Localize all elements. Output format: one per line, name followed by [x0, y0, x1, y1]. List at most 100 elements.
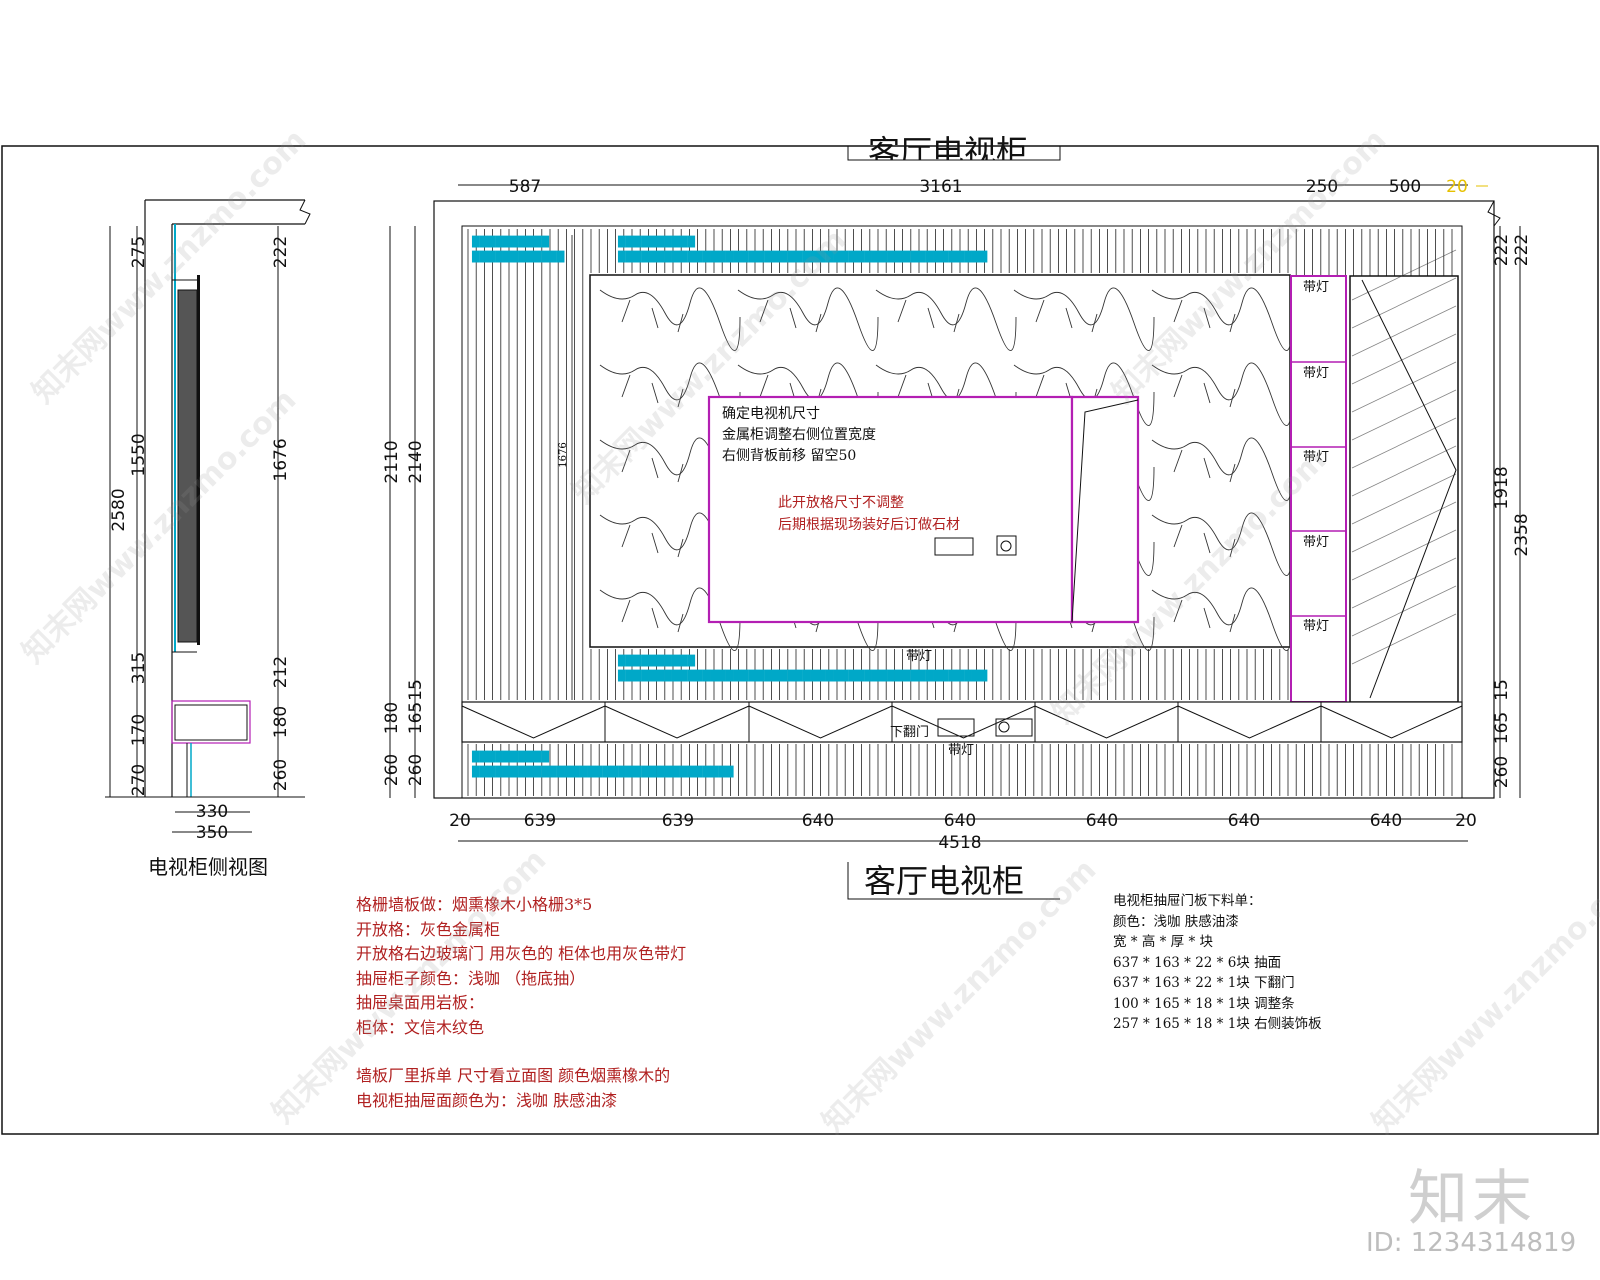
glass-hatch [1351, 249, 1457, 665]
side-dim-260: 260 [271, 759, 291, 791]
dim-587: 587 [509, 177, 541, 197]
dim-15-l: 15 [406, 679, 426, 701]
note-spacer [356, 1040, 686, 1064]
sheet-frame [1, 145, 1599, 1135]
dim-1918: 1918 [1492, 466, 1512, 509]
bom-row: 637 * 163 * 22 * 6块 抽面 [1113, 954, 1282, 971]
bom-title: 电视柜抽屉门板下料单： [1113, 893, 1262, 909]
side-view-title: 电视柜侧视图 [148, 855, 268, 879]
dim-260-r: 260 [1492, 756, 1512, 788]
dim-3161: 3161 [919, 177, 962, 197]
outlet-icon [996, 535, 1017, 556]
drawer-row [461, 701, 1463, 743]
dim-b2: 639 [662, 811, 694, 831]
dim-b7: 640 [1370, 811, 1402, 831]
note-line: 柜体：文信木纹色 [356, 1017, 485, 1037]
note-line: 墙板厂里拆单 尺寸看立面图 颜色烟熏橡木的 [356, 1066, 671, 1085]
svg-text:██████████: ██████████ [471, 235, 549, 248]
dim-222-r1: 222 [1492, 234, 1512, 266]
tv-note-3: 右侧背板前移 留空50 [722, 447, 856, 464]
shelf-light-label: 带灯 [1303, 619, 1329, 634]
dim-260-l2: 260 [406, 754, 426, 786]
dim-2110: 2110 [382, 440, 402, 483]
side-dim-2580: 2580 [109, 488, 129, 531]
side-dim-212: 212 [271, 656, 291, 688]
drawer-door-cut-list: 电视柜抽屉门板下料单： 颜色：浅咖 肤感油漆 宽 * 高 * 厚 * 块 637… [1113, 891, 1322, 1035]
drop-door-label: 下翻门 [890, 725, 929, 740]
bom-header: 宽 * 高 * 厚 * 块 [1113, 934, 1213, 950]
side-dim-315: 315 [129, 652, 149, 684]
shelf-light-label: 带灯 [1303, 450, 1329, 465]
tv-red-note-1: 此开放格尺寸不调整 [778, 495, 904, 511]
bom-row: 257 * 165 * 18 * 1块 右侧装饰板 [1113, 1016, 1322, 1032]
dim-2358: 2358 [1512, 513, 1532, 556]
svg-text:██████████: ██████████ [471, 750, 549, 763]
tv-note-1: 确定电视机尺寸 [722, 406, 820, 422]
main-title-top: 客厅电视柜 [868, 133, 1029, 160]
glass-door [1349, 275, 1459, 703]
dim-260-l1: 260 [382, 754, 402, 786]
note-line: 开放格右边玻璃门 用灰色的 柜体也用灰色带灯 [356, 944, 687, 963]
dim-b6: 640 [1228, 811, 1260, 831]
socket-icon [934, 537, 974, 556]
note-line: 抽屉柜子颜色：浅咖 （拖底抽） [356, 968, 586, 988]
svg-text:██████████: ██████████ [617, 654, 695, 667]
dim-b4: 640 [944, 811, 976, 831]
side-dim-170: 170 [129, 714, 149, 746]
note-line: 抽屉桌面用岩板： [356, 993, 485, 1012]
dim-20-top: 20 [1446, 177, 1468, 197]
side-dim-350: 350 [196, 823, 228, 843]
bottom-light-label: 带灯 [948, 743, 974, 758]
front-elevation: ██████████ ████████████ ██████████ █████… [389, 184, 1521, 842]
shelf-light-label: 带灯 [1303, 535, 1329, 550]
svg-text:██████████: ██████████ [617, 235, 695, 248]
tv-note-2: 金属柜调整右侧位置宽度 [722, 426, 876, 443]
svg-text:████████████: ████████████ [471, 250, 565, 263]
bom-row: 100 * 165 * 18 * 1块 调整条 [1113, 995, 1295, 1012]
note-line: 开放格：灰色金属柜 [356, 919, 501, 939]
svg-text:██████████████████████████████: ██████████████████████████████████ [471, 765, 734, 778]
dim-500: 500 [1389, 177, 1421, 197]
dim-165-l: 165 [406, 702, 426, 734]
side-dim-270: 270 [129, 764, 149, 796]
dim-b0: 20 [449, 811, 471, 831]
dim-250: 250 [1306, 177, 1338, 197]
side-dim-180: 180 [271, 706, 291, 738]
dim-165-r: 165 [1492, 712, 1512, 744]
dim-15-r: 15 [1492, 679, 1512, 701]
main-title: 客厅电视柜 [864, 862, 1025, 900]
dim-180-l: 180 [382, 702, 402, 734]
note-line: 电视柜抽屉面颜色为：浅咖 肤感油漆 [356, 1090, 618, 1110]
front-dimensions: 587 3161 250 500 20 20 639 639 640 640 6… [382, 177, 1532, 853]
tv-red-note-2: 后期根据现场装好后订做石材 [778, 517, 960, 533]
note-line: 格栅墙板做：烟熏橡木小格栅3*5 [356, 895, 593, 914]
dim-b3: 640 [802, 811, 834, 831]
side-dim-275: 275 [129, 236, 149, 268]
top-light-label: 带灯 [906, 649, 932, 664]
socket-icon [995, 718, 1033, 737]
open-shelf-cabinet [1290, 275, 1347, 703]
brand-logo: 知末 [1408, 1164, 1536, 1234]
socket-icon [937, 718, 975, 737]
side-dim-1550: 1550 [129, 433, 149, 476]
side-dim-222: 222 [271, 236, 291, 268]
svg-text:██████████████████████████████: ████████████████████████████████████████… [617, 669, 987, 682]
bom-color: 颜色：浅咖 肤感油漆 [1113, 913, 1239, 930]
shelf-light-label: 带灯 [1303, 280, 1329, 295]
dim-2140: 2140 [406, 440, 426, 483]
tv-opening [707, 395, 1074, 624]
dim-b8: 20 [1455, 811, 1477, 831]
bom-row: 637 * 163 * 22 * 1块 下翻门 [1113, 975, 1295, 991]
cyan-annotations: ██████████ ████████████ ██████████ █████… [471, 235, 987, 778]
dim-222-r2: 222 [1512, 234, 1532, 266]
shelf-light-label: 带灯 [1303, 366, 1329, 381]
image-id: ID: 1234314819 [1366, 1228, 1577, 1258]
svg-text:1676: 1676 [558, 442, 569, 467]
side-view: 2580 275 1550 315 170 270 222 1676 212 1… [105, 199, 311, 843]
svg-text:██████████████████████████████: ████████████████████████████████████████… [617, 250, 987, 263]
dim-b5: 640 [1086, 811, 1118, 831]
side-dim-1676: 1676 [271, 438, 291, 481]
dim-4518: 4518 [938, 833, 981, 853]
dim-b1: 639 [524, 811, 556, 831]
